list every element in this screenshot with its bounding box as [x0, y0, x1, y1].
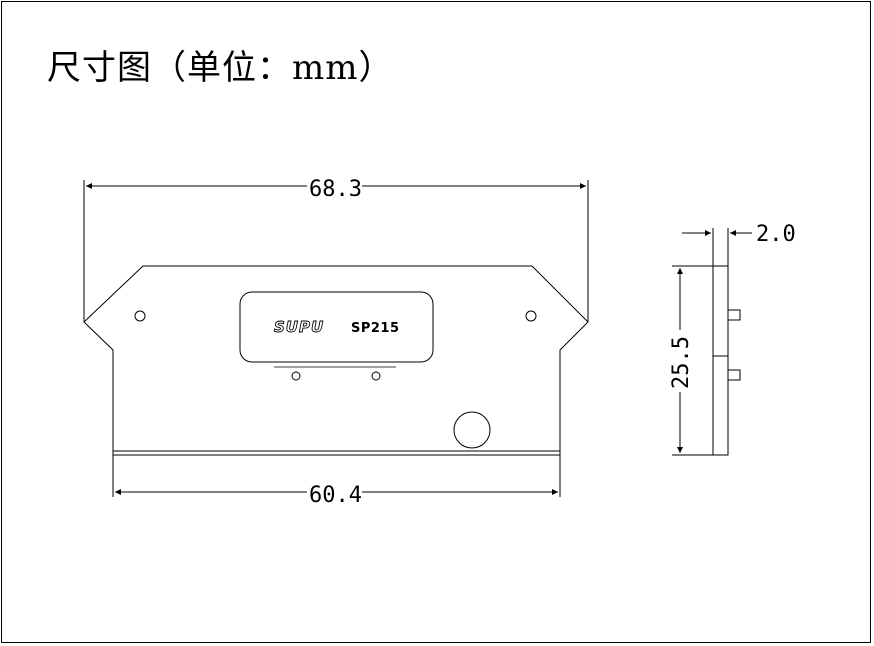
dim-base-width-label: 60.4 — [309, 483, 362, 508]
small-hole-right — [371, 371, 381, 381]
dim-overall-width — [83, 180, 589, 322]
side-view — [712, 265, 741, 456]
label-window — [239, 291, 434, 363]
dim-thickness — [682, 228, 752, 266]
drawing-title: 尺寸图（单位：mm） — [47, 48, 394, 88]
brand-logo-text: SUPU — [274, 318, 324, 336]
side-plate — [712, 265, 729, 456]
plate-outline — [83, 265, 589, 456]
model-text: SP215 — [351, 321, 400, 336]
dim-thickness-label: 2.0 — [756, 222, 796, 247]
small-hole-left — [291, 371, 301, 381]
side-pin-bottom — [727, 369, 741, 381]
large-round-hole — [453, 411, 491, 449]
mount-hole-left — [134, 310, 146, 322]
dim-height-label: 25.5 — [669, 336, 694, 389]
front-view: SUPU SP215 — [83, 265, 589, 456]
dim-base-width — [112, 455, 561, 497]
dim-overall-width-label: 68.3 — [309, 177, 362, 202]
dim-height — [672, 265, 713, 456]
mount-hole-right — [525, 310, 537, 322]
side-pin-top — [727, 309, 741, 321]
